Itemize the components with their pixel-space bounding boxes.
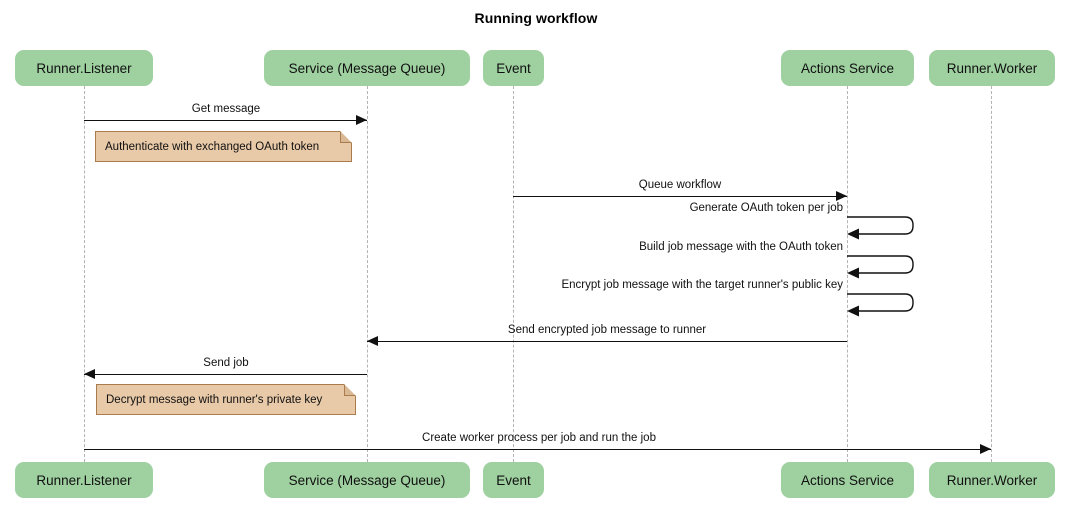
- message-label-get-message: Get message: [191, 103, 261, 115]
- participant-header-actions-service[interactable]: Actions Service: [781, 50, 914, 86]
- lifeline-service-mq: [367, 86, 368, 462]
- self-message-generate-oauth-token[interactable]: [847, 216, 917, 241]
- note-note-decrypt: Decrypt message with runner's private ke…: [96, 384, 356, 415]
- participant-header-event[interactable]: Event: [483, 50, 544, 86]
- lifeline-runner-worker: [991, 86, 992, 462]
- participant-footer-runner-worker[interactable]: Runner.Worker: [929, 462, 1055, 498]
- participant-label: Actions Service: [800, 472, 895, 488]
- self-message-encrypt-job-message[interactable]: [847, 293, 917, 318]
- lifeline-runner-listener: [84, 86, 85, 462]
- message-label-queue-workflow: Queue workflow: [638, 179, 722, 191]
- participant-label: Service (Message Queue): [288, 472, 446, 488]
- participant-label: Runner.Listener: [36, 472, 132, 488]
- self-message-build-job-message[interactable]: [847, 255, 917, 280]
- participant-label: Service (Message Queue): [288, 60, 446, 76]
- participant-header-runner-listener[interactable]: Runner.Listener: [15, 50, 153, 86]
- message-label-create-worker-process: Create worker process per job and run th…: [422, 432, 656, 444]
- message-line-create-worker-process[interactable]: [84, 449, 991, 450]
- participant-footer-runner-listener[interactable]: Runner.Listener: [15, 462, 153, 498]
- message-label-send-encrypted-job-message: Send encrypted job message to runner: [507, 324, 707, 336]
- note-text: Decrypt message with runner's private ke…: [106, 393, 323, 406]
- page-title: Running workflow: [474, 10, 598, 26]
- message-line-send-encrypted-job-message[interactable]: [367, 341, 847, 342]
- participant-label: Event: [496, 472, 531, 488]
- arrowhead-create-worker-process: [980, 444, 991, 454]
- participant-footer-event[interactable]: Event: [483, 462, 544, 498]
- message-line-get-message[interactable]: [84, 120, 367, 121]
- message-line-send-job[interactable]: [84, 374, 367, 375]
- note-note-authenticate: Authenticate with exchanged OAuth token: [95, 131, 352, 162]
- lifeline-actions-service: [847, 86, 848, 462]
- message-label-generate-oauth-token: Generate OAuth token per job: [689, 202, 843, 214]
- arrowhead-send-encrypted-job-message: [367, 336, 378, 346]
- arrowhead-queue-workflow: [836, 191, 847, 201]
- arrowhead-send-job: [84, 369, 95, 379]
- participant-label: Runner.Worker: [946, 60, 1038, 76]
- message-label-send-job: Send job: [203, 357, 249, 369]
- participant-label: Runner.Worker: [946, 472, 1038, 488]
- lifeline-event: [513, 86, 514, 462]
- participant-footer-service-mq[interactable]: Service (Message Queue): [264, 462, 470, 498]
- arrowhead-get-message: [356, 115, 367, 125]
- participant-label: Actions Service: [800, 60, 895, 76]
- participant-label: Event: [496, 60, 531, 76]
- participant-header-runner-worker[interactable]: Runner.Worker: [929, 50, 1055, 86]
- message-line-queue-workflow[interactable]: [513, 196, 847, 197]
- participant-header-service-mq[interactable]: Service (Message Queue): [264, 50, 470, 86]
- note-text: Authenticate with exchanged OAuth token: [105, 140, 320, 153]
- participant-label: Runner.Listener: [36, 60, 132, 76]
- message-label-build-job-message: Build job message with the OAuth token: [639, 241, 843, 253]
- message-label-encrypt-job-message: Encrypt job message with the target runn…: [561, 279, 843, 291]
- participant-footer-actions-service[interactable]: Actions Service: [781, 462, 914, 498]
